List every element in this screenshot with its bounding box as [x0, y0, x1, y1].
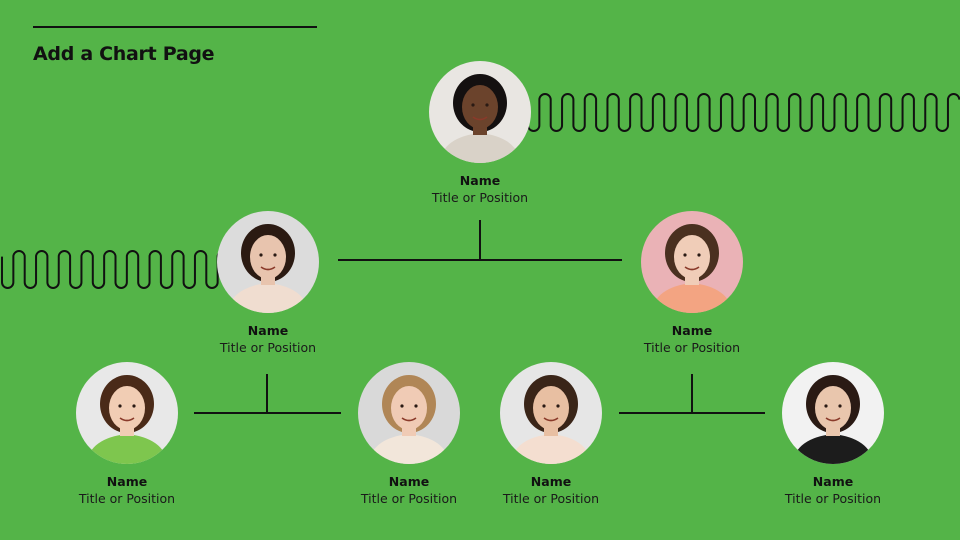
person-position: Title or Position [431, 190, 529, 205]
eye-shape [556, 404, 560, 408]
avatar [76, 362, 178, 464]
avatar [358, 362, 460, 464]
mouth-shape [472, 116, 488, 121]
shoulders-shape [86, 434, 168, 464]
eye-shape [273, 253, 277, 257]
org-node-right-child-1[interactable]: Name Title or Position [471, 362, 631, 508]
person-name: Name [106, 474, 148, 489]
eye-shape [471, 103, 475, 107]
shoulders-shape [651, 283, 733, 313]
avatar [782, 362, 884, 464]
shoulders-shape [439, 133, 521, 163]
eye-shape [838, 404, 842, 408]
eye-shape [697, 253, 701, 257]
shoulders-shape [368, 434, 450, 464]
face-shape [250, 235, 286, 279]
org-node-left-child-1[interactable]: Name Title or Position [47, 362, 207, 508]
face-shape [391, 386, 427, 430]
avatar [500, 362, 602, 464]
eye-shape [542, 404, 546, 408]
decorative-wave-left [0, 250, 230, 289]
person-position: Title or Position [784, 491, 882, 506]
eye-shape [400, 404, 404, 408]
person-position: Title or Position [502, 491, 600, 506]
eye-shape [485, 103, 489, 107]
person-position: Title or Position [219, 340, 317, 355]
person-name: Name [388, 474, 430, 489]
mouth-shape [401, 417, 417, 422]
person-position: Title or Position [643, 340, 741, 355]
person-position: Title or Position [360, 491, 458, 506]
face-shape [533, 386, 569, 430]
mouth-shape [260, 266, 276, 271]
face-shape [109, 386, 145, 430]
face-shape [462, 85, 498, 129]
avatar [641, 211, 743, 313]
eye-shape [414, 404, 418, 408]
shoulders-shape [792, 434, 874, 464]
mouth-shape [825, 417, 841, 422]
title-rule [33, 26, 317, 28]
org-node-root[interactable]: Name Title or Position [400, 61, 560, 207]
eye-shape [683, 253, 687, 257]
person-name: Name [247, 323, 289, 338]
avatar [429, 61, 531, 163]
avatar [217, 211, 319, 313]
org-node-left-child-2[interactable]: Name Title or Position [329, 362, 489, 508]
person-position: Title or Position [78, 491, 176, 506]
shoulders-shape [510, 434, 592, 464]
eye-shape [259, 253, 263, 257]
eye-shape [824, 404, 828, 408]
face-shape [815, 386, 851, 430]
face-shape [674, 235, 710, 279]
mouth-shape [543, 417, 559, 422]
shoulders-shape [227, 283, 309, 313]
decorative-wave-right [527, 93, 960, 132]
mouth-shape [684, 266, 700, 271]
eye-shape [132, 404, 136, 408]
org-node-right-child-2[interactable]: Name Title or Position [753, 362, 913, 508]
person-name: Name [459, 173, 501, 188]
person-name: Name [671, 323, 713, 338]
person-name: Name [812, 474, 854, 489]
mouth-shape [119, 417, 135, 422]
page-title: Add a Chart Page [33, 43, 215, 65]
org-node-right[interactable]: Name Title or Position [612, 211, 772, 357]
person-name: Name [530, 474, 572, 489]
eye-shape [118, 404, 122, 408]
org-node-left[interactable]: Name Title or Position [188, 211, 348, 357]
